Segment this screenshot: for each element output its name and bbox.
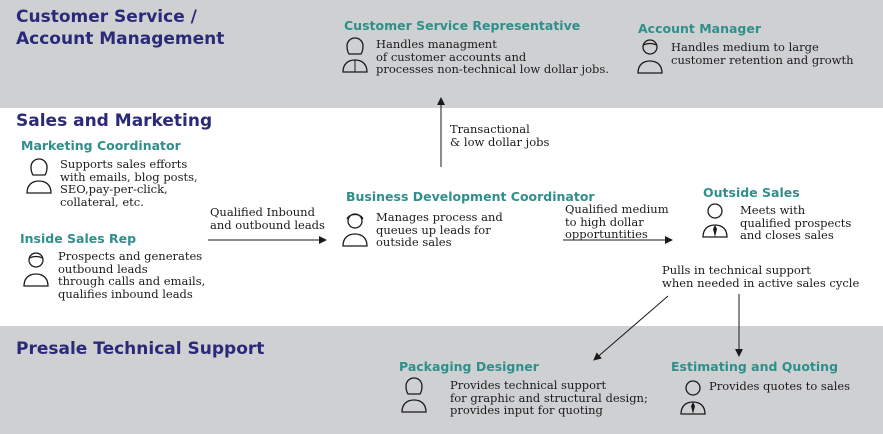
person-male-icon bbox=[22, 250, 50, 288]
role-title-outside-sales: Outside Sales bbox=[703, 185, 800, 200]
flow-label-medium-high: Qualified medium to high dollar opportun… bbox=[565, 202, 669, 241]
person-female-icon bbox=[341, 36, 369, 74]
role-desc-bdc: Manages process and queues up leads for … bbox=[376, 210, 503, 249]
role-title-csr: Customer Service Representative bbox=[344, 18, 581, 33]
role-title-packaging-designer: Packaging Designer bbox=[399, 359, 539, 374]
section-title-customer-service: Customer Service / Account Management bbox=[16, 7, 225, 49]
person-female-icon bbox=[25, 157, 53, 195]
person-male-icon bbox=[636, 37, 664, 75]
role-title-marketing-coordinator: Marketing Coordinator bbox=[21, 138, 181, 153]
role-title-account-manager: Account Manager bbox=[638, 21, 762, 36]
person-male-tie-icon bbox=[701, 201, 729, 239]
flow-label-tech-support: Pulls in technical support when needed i… bbox=[662, 263, 860, 290]
person-female-icon bbox=[400, 376, 428, 414]
person-female-icon bbox=[341, 210, 369, 248]
role-title-bdc: Business Development Coordinator bbox=[346, 189, 595, 204]
role-desc-account-manager: Handles medium to large customer retenti… bbox=[671, 40, 854, 67]
role-desc-marketing-coordinator: Supports sales efforts with emails, blog… bbox=[60, 157, 198, 209]
role-desc-outside-sales: Meets with qualified prospects and close… bbox=[740, 203, 852, 242]
role-desc-inside-sales: Prospects and generates outbound leads t… bbox=[58, 249, 206, 301]
role-title-estimating: Estimating and Quoting bbox=[671, 359, 839, 374]
sales-marketing-band bbox=[0, 108, 883, 326]
role-title-inside-sales: Inside Sales Rep bbox=[20, 231, 137, 246]
role-desc-estimating: Provides quotes to sales bbox=[709, 379, 851, 393]
role-desc-packaging-designer: Provides technical support for graphic a… bbox=[450, 378, 648, 417]
role-desc-csr: Handles managment of customer accounts a… bbox=[376, 37, 609, 76]
section-title-sales-marketing: Sales and Marketing bbox=[16, 111, 213, 131]
customer-service-band bbox=[0, 0, 883, 108]
flow-label-inbound: Qualified Inbound and outbound leads bbox=[210, 205, 325, 232]
presale-support-band bbox=[0, 326, 883, 434]
flow-label-transactional: Transactional & low dollar jobs bbox=[450, 122, 550, 149]
section-title-presale-support: Presale Technical Support bbox=[16, 339, 265, 359]
person-male-tie-icon bbox=[679, 378, 707, 416]
